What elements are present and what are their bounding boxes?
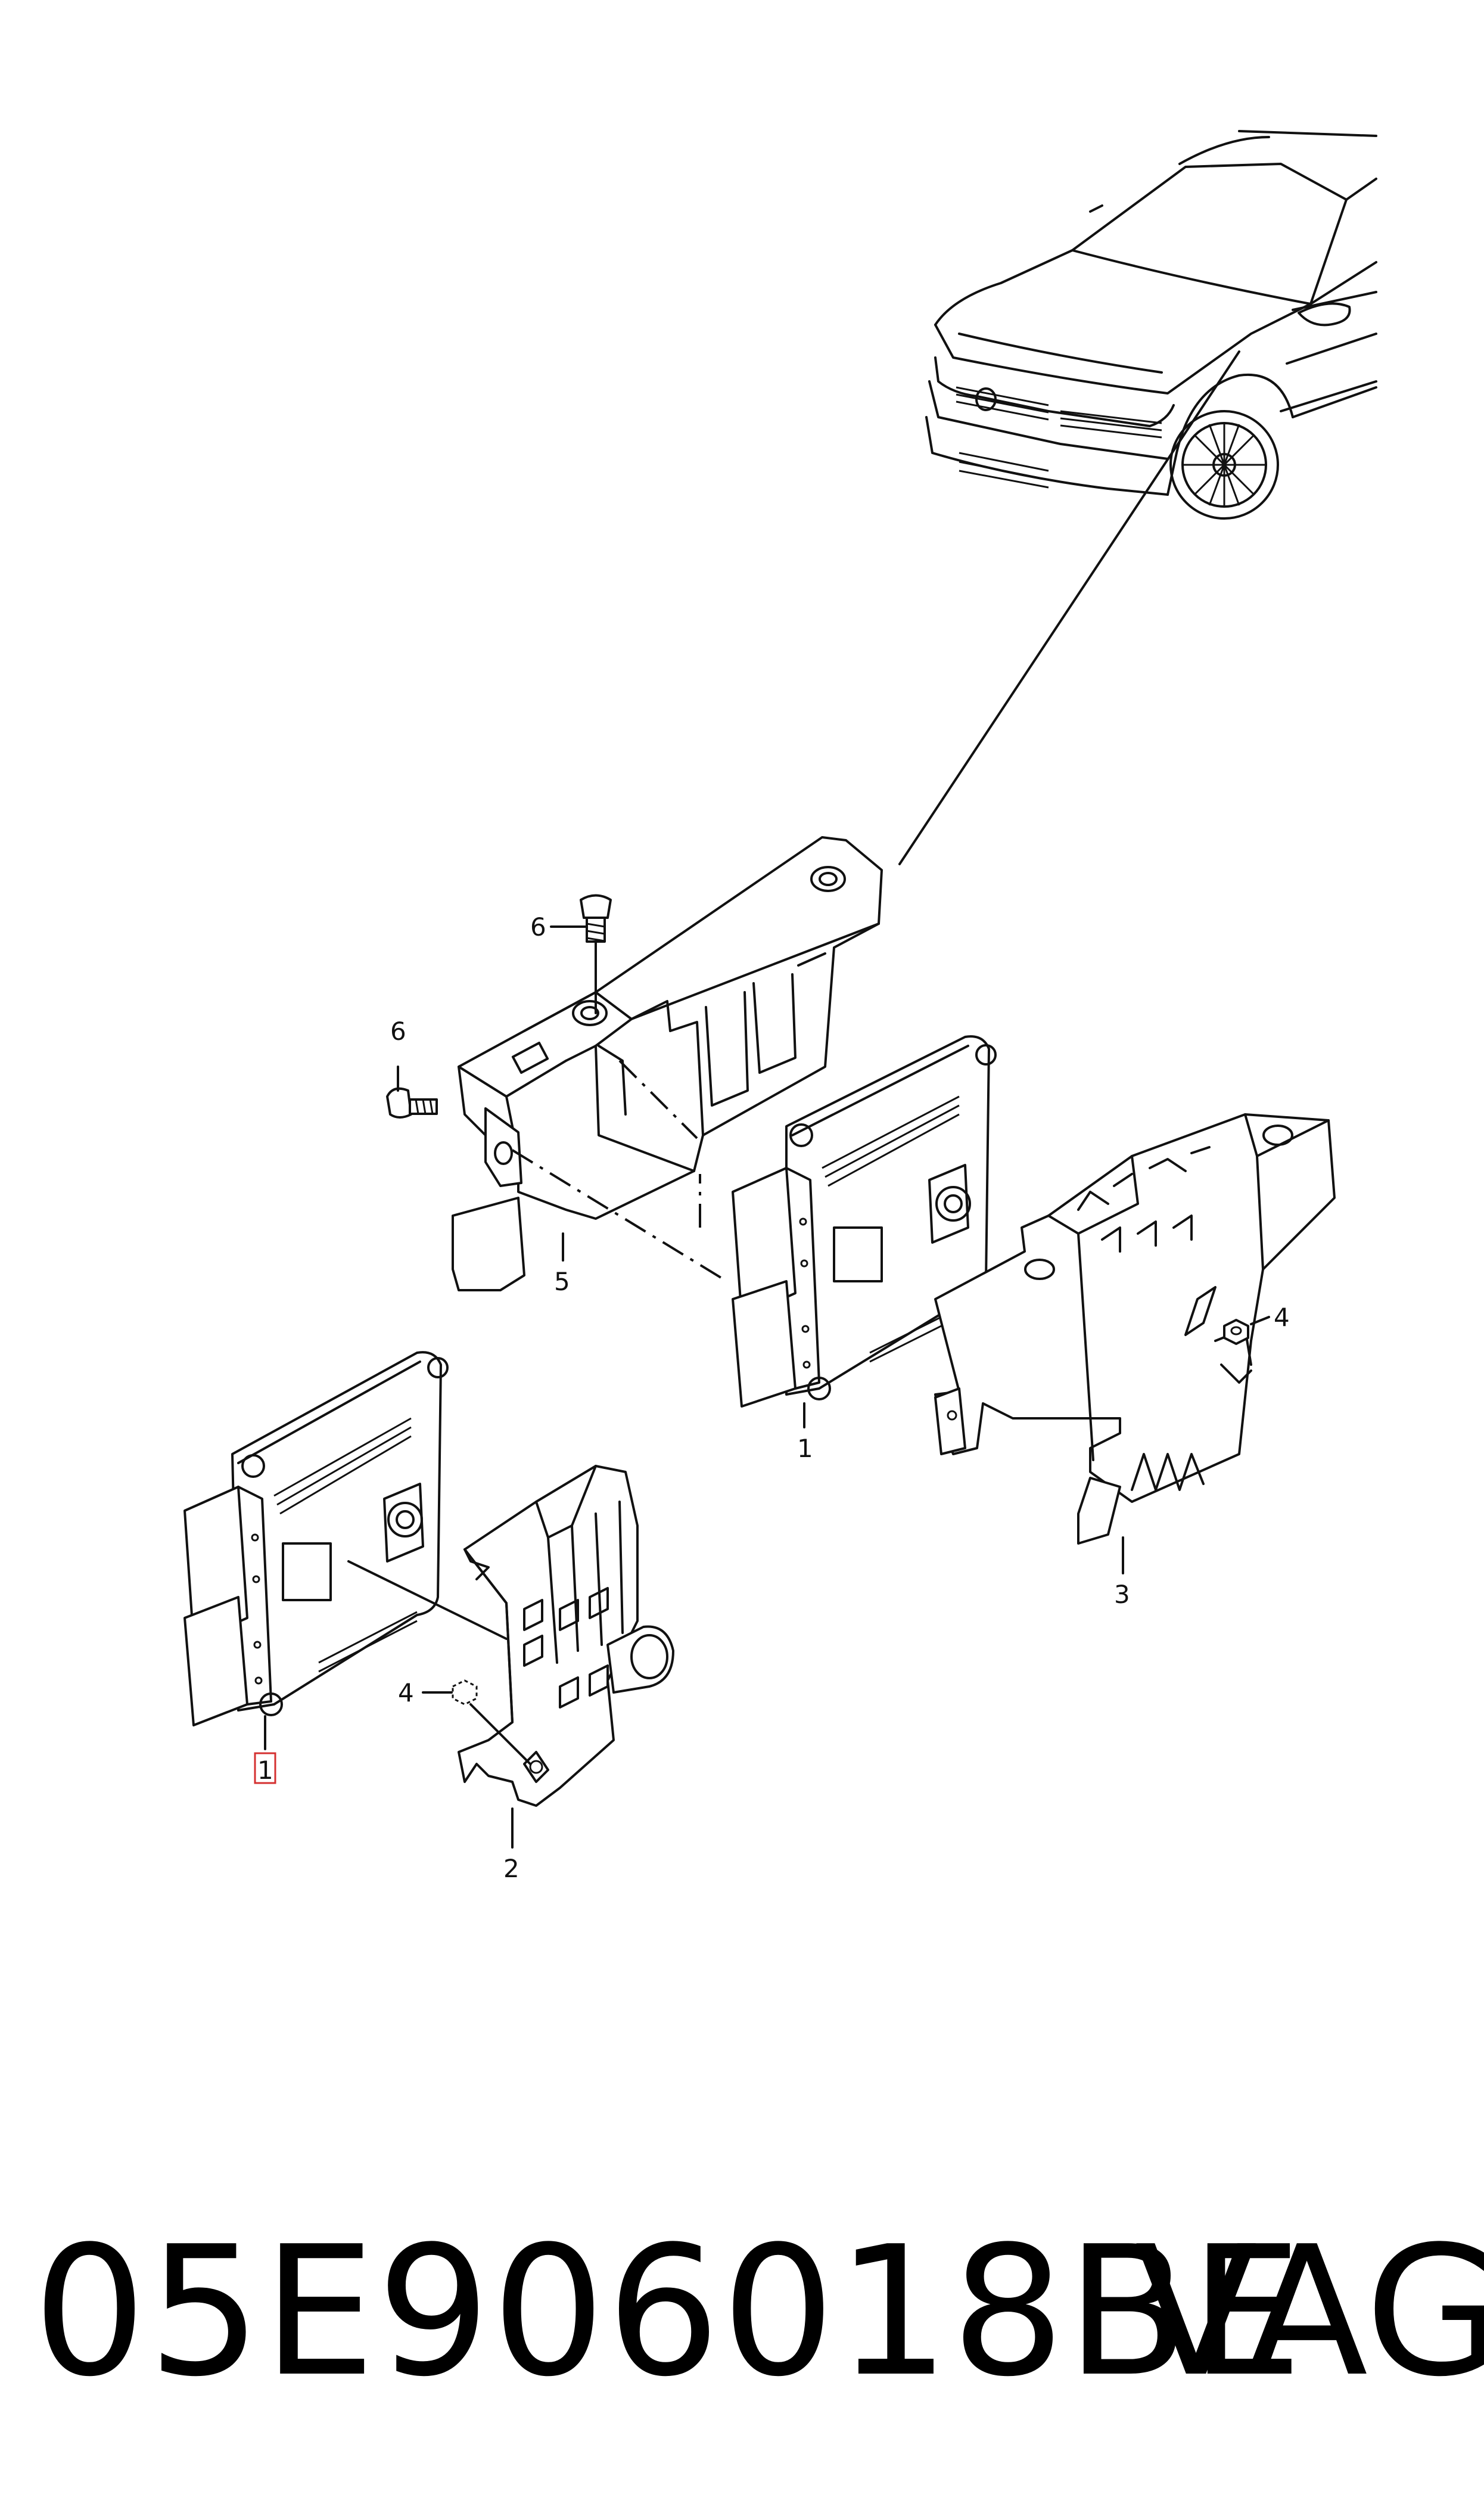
assembly-line-a	[511, 1149, 728, 1282]
callout-leaders	[264, 925, 1270, 1849]
car-leader-line	[898, 350, 1240, 865]
callout-2: 2	[503, 1854, 519, 1883]
callout-1-lower: 1	[257, 1756, 273, 1785]
callout-4-lower: 4	[398, 1678, 414, 1707]
nut-right	[1223, 1319, 1249, 1345]
callout-1-upper: 1	[797, 1434, 813, 1463]
callout-4-right: 4	[1274, 1303, 1290, 1332]
callout-3: 3	[1114, 1580, 1130, 1609]
car-illustration	[925, 130, 1377, 520]
callout-6-upper: 6	[530, 912, 546, 942]
assembly-line-b	[618, 1060, 698, 1139]
bolt-upper	[580, 894, 612, 1014]
callout-1-lower-highlight	[254, 1752, 276, 1784]
ecu-holder	[458, 1465, 674, 1807]
callout-6-side: 6	[390, 1017, 406, 1046]
brand-label: VAG	[1135, 2208, 1484, 2416]
nut-lower	[452, 1679, 478, 1706]
bolt-side	[386, 1087, 438, 1119]
carrier-bracket	[934, 1113, 1336, 1545]
nut-assembly-line	[469, 1703, 531, 1765]
mounting-bracket	[452, 836, 883, 1291]
ecu-lower	[183, 1351, 449, 1726]
callout-5: 5	[554, 1267, 570, 1296]
ecu-assembly-line	[347, 1560, 508, 1640]
part-number: 05E906018BE	[33, 2208, 1304, 2416]
